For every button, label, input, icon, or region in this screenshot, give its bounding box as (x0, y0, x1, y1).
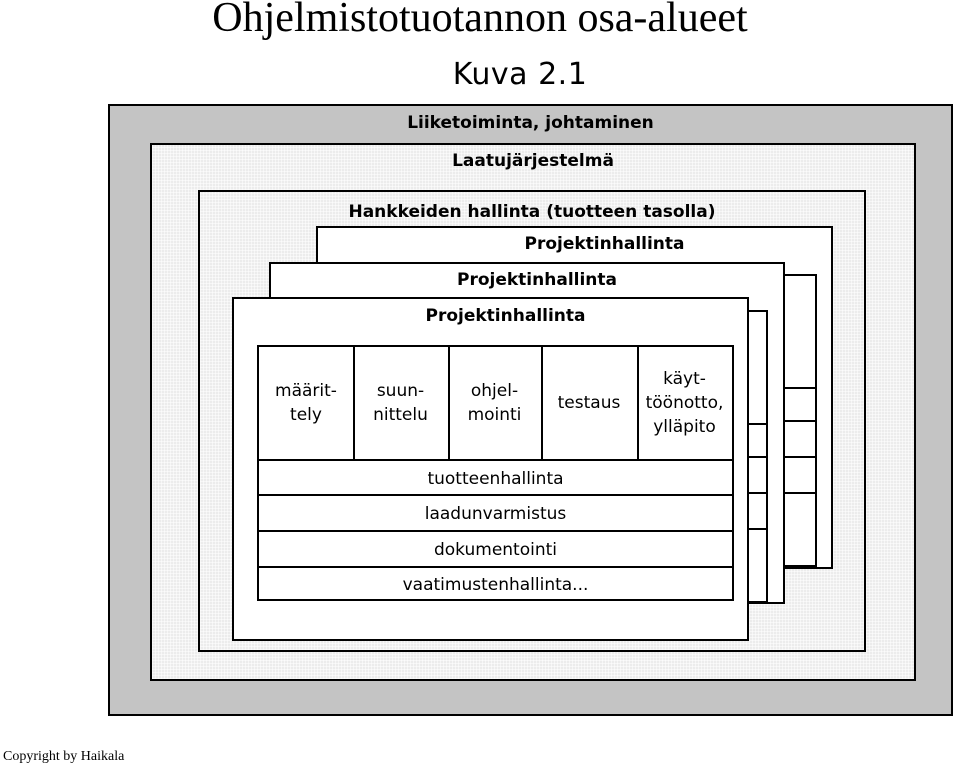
copyright-notice: Copyright by Haikala (3, 749, 125, 764)
project-frame-middle-label: Projektinhallinta (457, 270, 617, 290)
support-activity-row: laadunvarmistus (259, 494, 732, 532)
phase-cell: testaus (541, 347, 639, 459)
quality-system-label: Laatujärjestelmä (452, 151, 614, 171)
phase-cell: ohjel- mointi (448, 347, 543, 459)
phase-cell: määrit- tely (259, 347, 355, 459)
project-frame-back-label: Projektinhallinta (524, 234, 685, 254)
phase-cell: suun- nittelu (353, 347, 450, 459)
support-activity-row: tuotteenhallinta (259, 459, 732, 496)
lifecycle-table: määrit- tely suun- nittelu ohjel- mointi… (257, 345, 734, 601)
slide-title: Ohjelmistotuotannon osa-alueet (212, 0, 748, 41)
product-project-management-label: Hankkeiden hallinta (tuotteen tasolla) (348, 202, 716, 222)
project-frame-front-label: Projektinhallinta (425, 306, 586, 326)
support-activity-row: dokumentointi (259, 530, 732, 568)
support-activity-row: vaatimustenhallinta... (259, 566, 732, 601)
figure-caption: Kuva 2.1 (452, 57, 588, 92)
business-management-label: Liiketoiminta, johtaminen (407, 113, 654, 133)
phase-cell: käyt- töönotto, ylläpito (645, 369, 724, 437)
project-frame-front: Projektinhallinta määrit- tely suun- nit… (232, 297, 749, 641)
